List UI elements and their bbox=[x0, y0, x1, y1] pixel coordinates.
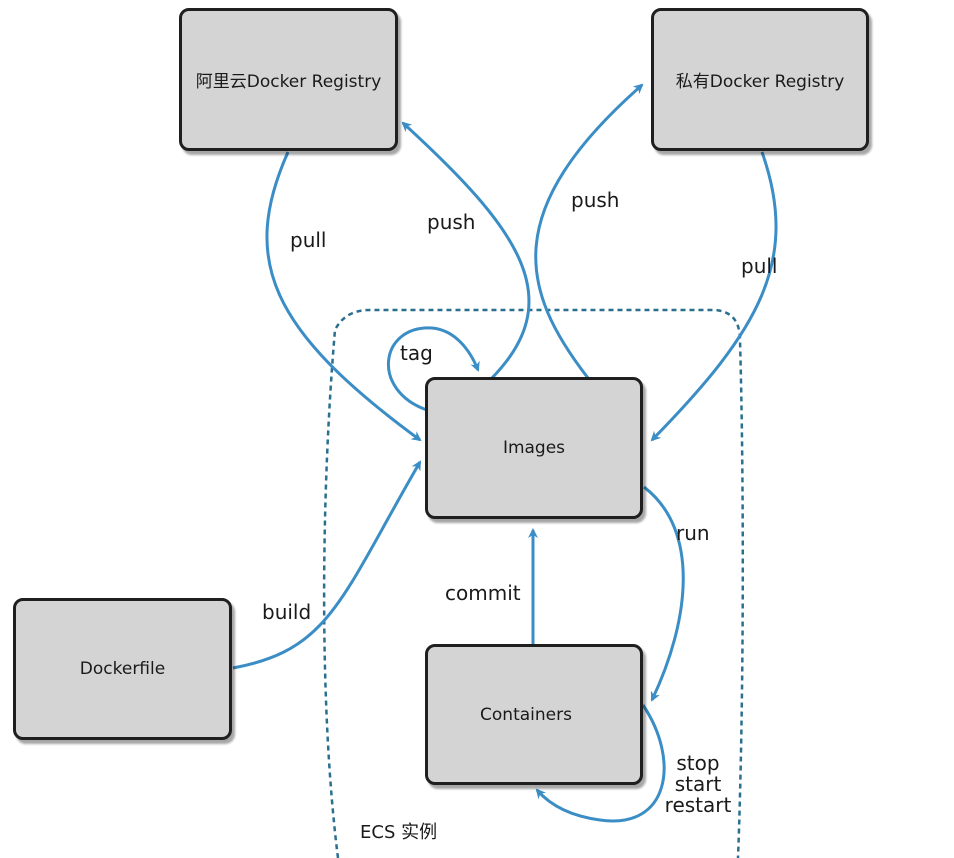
build-label: build bbox=[262, 600, 312, 624]
edge-push-private bbox=[534, 83, 644, 379]
edge-push-aliyun bbox=[401, 121, 531, 382]
pull-aliyun-label: pull bbox=[290, 228, 327, 252]
stop-label: stop bbox=[676, 751, 720, 775]
lifecycle-labels: stop start restart bbox=[662, 753, 734, 816]
tag-label: tag bbox=[400, 341, 433, 365]
push-aliyun-label: push bbox=[427, 210, 476, 234]
edge-build bbox=[232, 460, 422, 670]
ecs-region-border bbox=[322, 308, 745, 858]
edge-run bbox=[643, 485, 685, 702]
edge-tag bbox=[387, 326, 480, 412]
restart-label: restart bbox=[664, 793, 732, 817]
aliyun-registry-label: 阿里云Docker Registry bbox=[195, 72, 382, 92]
start-label: start bbox=[674, 772, 722, 796]
containers-node: Containers bbox=[425, 644, 643, 785]
aliyun-registry-node: 阿里云Docker Registry bbox=[179, 8, 398, 151]
pull-private-label: pull bbox=[741, 254, 778, 278]
private-registry-node: 私有Docker Registry bbox=[651, 8, 869, 151]
edge-pull-aliyun bbox=[265, 151, 422, 442]
containers-label: Containers bbox=[480, 704, 572, 725]
ecs-region-label: ECS 实例 bbox=[360, 822, 438, 843]
dockerfile-node: Dockerfile bbox=[13, 598, 232, 740]
private-registry-label: 私有Docker Registry bbox=[675, 72, 845, 92]
edge-pull-private bbox=[650, 151, 778, 442]
images-node: Images bbox=[425, 377, 643, 519]
commit-label: commit bbox=[445, 581, 521, 605]
run-label: run bbox=[676, 521, 710, 545]
dockerfile-label: Dockerfile bbox=[79, 659, 166, 679]
edge-lifecycle bbox=[535, 704, 666, 823]
images-label: Images bbox=[502, 438, 566, 458]
push-private-label: push bbox=[571, 188, 620, 212]
